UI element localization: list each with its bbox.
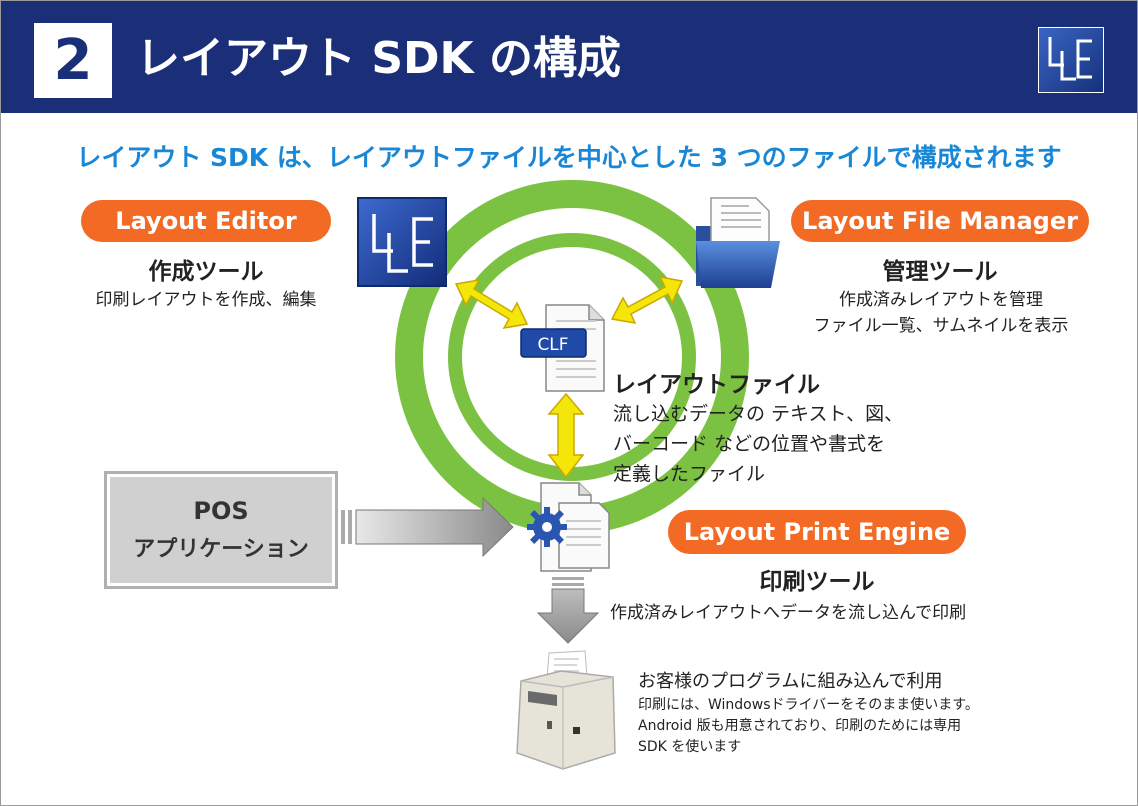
layout-file-desc-line: バーコード などの位置や書式を	[613, 433, 886, 455]
editor-tool-title: 作成ツール	[148, 259, 264, 285]
manager-desc-line: 作成済みレイアウトを管理	[839, 290, 1043, 310]
usage-desc-line: Android 版も用意されており、印刷のためには専用	[638, 718, 962, 734]
manager-double-arrow	[610, 275, 684, 324]
lle-logo-icon	[1038, 27, 1104, 93]
application-label: アプリケーション	[133, 537, 309, 562]
page-title: レイアウト SDK の構成	[136, 33, 621, 84]
engine-description: 作成済みレイアウトへデータを流し込んで印刷	[610, 603, 967, 623]
printer-icon	[516, 650, 616, 770]
subtitle: レイアウト SDK は、レイアウトファイルを中心とした 3 つのファイルで構成さ…	[76, 143, 1062, 172]
layout-editor-icon	[357, 197, 447, 287]
editor-double-arrow	[454, 278, 529, 330]
gear-icon	[527, 507, 567, 547]
clf-document-icon	[520, 304, 605, 392]
vertical-double-arrow	[547, 392, 585, 479]
editor-description: 印刷レイアウトを作成、編集	[95, 290, 317, 310]
layout-editor-label: Layout Editor	[81, 200, 331, 242]
layout-file-desc-line: 定義したファイル	[613, 463, 766, 485]
down-arrow	[536, 577, 600, 644]
engine-tool-title: 印刷ツール	[759, 569, 875, 595]
pos-application-box: POS アプリケーション	[104, 471, 338, 589]
header-bar	[1, 1, 1137, 113]
layout-file-description: 流し込むデータの テキスト、図、 バーコード などの位置や書式を 定義したファイ…	[613, 399, 903, 489]
usage-description: 印刷には、Windowsドライバーをそのまま使います。 Android 版も用意…	[638, 695, 979, 758]
layout-file-manager-label: Layout File Manager	[791, 200, 1089, 242]
layout-file-desc-line: 流し込むデータの テキスト、図、	[613, 403, 904, 425]
usage-desc-line: SDK を使います	[638, 739, 742, 755]
yellow-arrows	[454, 275, 684, 479]
layout-print-engine-label: Layout Print Engine	[668, 510, 966, 554]
pos-arrow	[341, 496, 514, 558]
manager-desc-line: ファイル一覧、サムネイルを表示	[813, 316, 1069, 336]
usage-desc-line: 印刷には、Windowsドライバーをそのまま使います。	[638, 697, 979, 713]
pos-label: POS	[193, 497, 249, 525]
layout-file-title: レイアウトファイル	[613, 372, 820, 398]
clf-badge: CLF	[537, 335, 568, 355]
section-number: 2	[34, 23, 112, 98]
folder-icon	[696, 197, 780, 288]
manager-description: 作成済みレイアウトを管理 ファイル一覧、サムネイルを表示	[771, 287, 1111, 339]
usage-title: お客様のプログラムに組み込んで利用	[638, 671, 943, 692]
manager-tool-title: 管理ツール	[882, 259, 998, 285]
